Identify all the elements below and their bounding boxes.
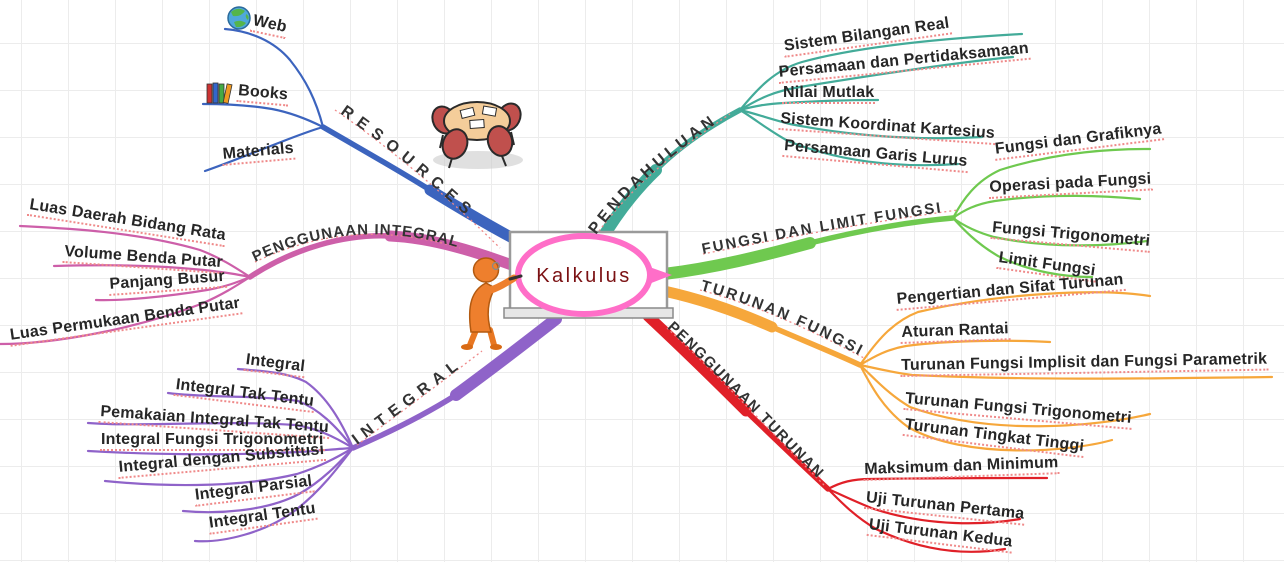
center-bubble bbox=[515, 233, 672, 317]
branch-label-fungsi-dan-limit-fungsi[interactable]: FUNGSI DAN LIMIT FUNGSI bbox=[700, 199, 943, 258]
globe-icon bbox=[227, 6, 251, 30]
branch-label-pendahuluan[interactable]: PENDAHULUAN bbox=[586, 111, 721, 237]
branch-integral-curves bbox=[86, 313, 562, 543]
branch-turunan-fungsi-curves bbox=[658, 285, 1274, 452]
svg-text:FUNGSI DAN LIMIT FUNGSI: FUNGSI DAN LIMIT FUNGSI bbox=[700, 199, 943, 258]
svg-text:TURUNAN FUNGSI: TURUNAN FUNGSI bbox=[699, 277, 867, 360]
node-integral-fungsi-trigonometri[interactable]: Integral Fungsi Trigonometri bbox=[100, 431, 325, 452]
center-topic-label[interactable]: Kalkulus bbox=[536, 265, 632, 287]
branch-label-turunan-fungsi[interactable]: TURUNAN FUNGSI bbox=[699, 277, 867, 360]
books-icon bbox=[206, 82, 233, 104]
svg-text:PENDAHULUAN: PENDAHULUAN bbox=[586, 111, 721, 237]
node-nilai-mutlak[interactable]: Nilai Mutlak bbox=[782, 84, 876, 105]
meeting-table-icon bbox=[431, 101, 523, 169]
presenter-figure-icon bbox=[461, 257, 523, 350]
node-aturan-rantai[interactable]: Aturan Rantai bbox=[900, 320, 1011, 345]
main-label-underlines bbox=[254, 109, 959, 488]
branch-fungsi-curves bbox=[658, 147, 1152, 280]
